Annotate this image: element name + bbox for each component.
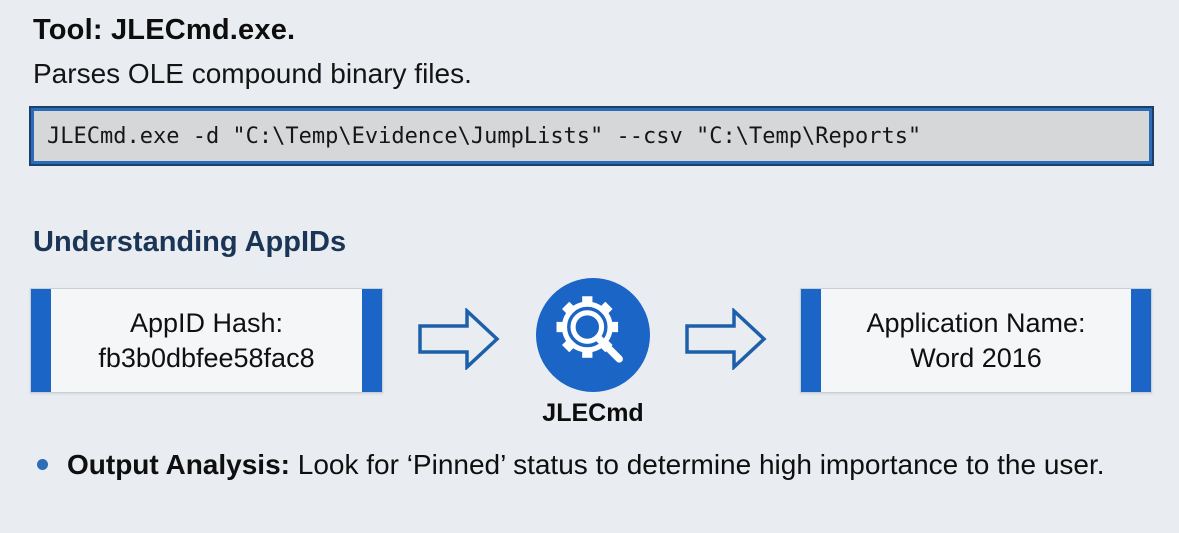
box-accent-bar <box>31 289 51 392</box>
right-arrow-icon <box>685 308 767 370</box>
box-accent-bar <box>1131 289 1151 392</box>
appid-hash-box: AppID Hash: fb3b0dbfee58fac8 <box>30 288 383 393</box>
application-name-value: Word 2016 <box>910 342 1042 373</box>
box-accent-bar <box>362 289 382 392</box>
section-heading: Understanding AppIDs <box>33 226 347 258</box>
command-line-box: JLECmd.exe -d "C:\Temp\Evidence\JumpList… <box>29 106 1154 166</box>
appid-hash-label: AppID Hash: <box>129 307 284 338</box>
command-line-text: JLECmd.exe -d "C:\Temp\Evidence\JumpList… <box>47 123 922 149</box>
box-accent-bar <box>801 289 821 392</box>
output-analysis-note: Output Analysis: Look for ‘Pinned’ statu… <box>67 446 1147 483</box>
application-name-label: Application Name: <box>866 307 1086 338</box>
tool-label: JLECmd <box>542 399 644 427</box>
right-arrow-icon <box>418 308 500 370</box>
output-analysis-lead: Output Analysis: <box>67 449 290 480</box>
appid-hash-value: fb3b0dbfee58fac8 <box>98 342 315 373</box>
application-name-box-content: Application Name: Word 2016 <box>821 289 1131 392</box>
output-analysis-body: Look for ‘Pinned’ status to determine hi… <box>289 449 1105 480</box>
appid-hash-box-content: AppID Hash: fb3b0dbfee58fac8 <box>51 289 362 392</box>
gear-magnifier-icon <box>536 278 650 392</box>
page-subtitle: Parses OLE compound binary files. <box>33 58 472 89</box>
bullet-icon <box>37 459 48 470</box>
application-name-box: Application Name: Word 2016 <box>800 288 1152 393</box>
page-title: Tool: JLECmd.exe. <box>33 14 296 46</box>
